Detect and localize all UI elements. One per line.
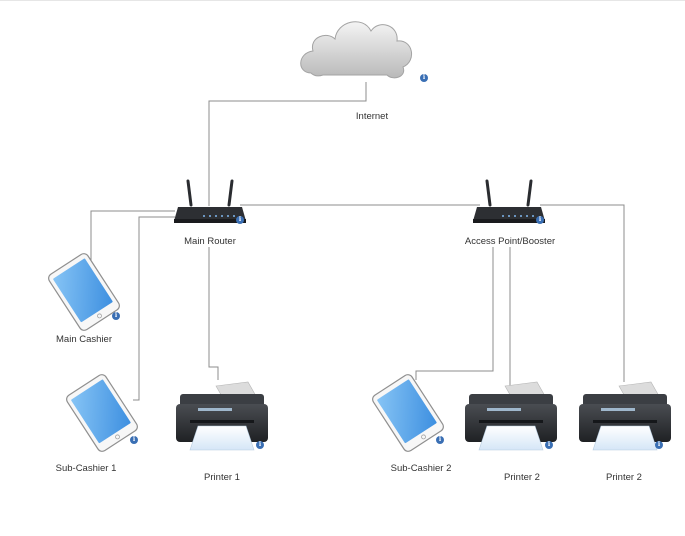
printer-icon[interactable] — [578, 381, 672, 451]
node-label-sub-cashier-2: Sub-Cashier 2 — [390, 463, 452, 474]
top-border — [0, 0, 685, 1]
info-icon[interactable]: i — [112, 312, 120, 320]
node-label-printer-2b: Printer 2 — [606, 472, 642, 483]
info-icon[interactable]: i — [545, 441, 553, 449]
tablet-icon[interactable] — [46, 251, 122, 333]
link-access-point-sub-cashier-2 — [415, 247, 494, 380]
link-main-router-main-cashier — [90, 210, 175, 262]
printer-icon[interactable] — [464, 381, 558, 451]
node-label-printer-2a: Printer 2 — [504, 472, 540, 483]
node-label-sub-cashier-1: Sub-Cashier 1 — [55, 463, 117, 474]
node-label-internet: Internet — [355, 111, 389, 122]
link-main-router-printer-1 — [208, 247, 219, 380]
connections — [90, 82, 625, 401]
link-access-point-printer-2b — [540, 204, 625, 382]
link-internet-main-router — [208, 82, 367, 206]
info-icon[interactable]: i — [236, 216, 244, 224]
node-label-main-router: Main Router — [184, 236, 236, 247]
tablet-icon[interactable] — [64, 372, 140, 454]
info-icon[interactable]: i — [436, 436, 444, 444]
node-label-printer-1: Printer 1 — [204, 472, 240, 483]
node-label-access-point: Access Point/Booster — [464, 236, 556, 247]
info-icon[interactable]: i — [130, 436, 138, 444]
info-icon[interactable]: i — [536, 216, 544, 224]
cloud-icon[interactable] — [300, 21, 413, 79]
info-icon[interactable]: i — [655, 441, 663, 449]
node-label-main-cashier: Main Cashier — [56, 334, 112, 345]
printer-icon[interactable] — [175, 381, 269, 451]
router-icon[interactable] — [172, 179, 248, 225]
link-main-router-sub-cashier-1 — [133, 216, 175, 401]
info-icon[interactable]: i — [256, 441, 264, 449]
info-icon[interactable]: i — [420, 74, 428, 82]
router-icon[interactable] — [471, 179, 547, 225]
tablet-icon[interactable] — [370, 372, 446, 454]
